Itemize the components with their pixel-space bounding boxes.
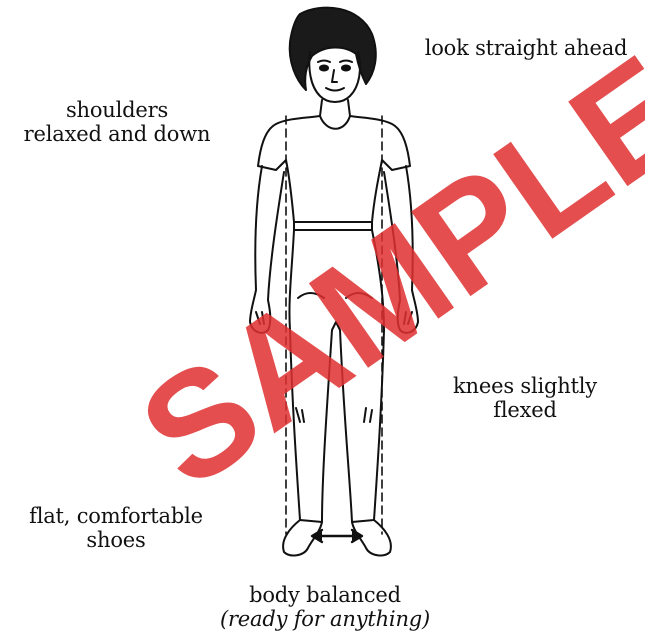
waistband — [294, 222, 372, 230]
label-knees: knees slightly flexed — [440, 374, 610, 422]
label-body-line-2: (ready for anything) — [190, 607, 460, 631]
face — [309, 52, 360, 102]
label-knees-line-1: knees slightly — [440, 374, 610, 398]
label-look-straight-ahead: look straight ahead — [410, 36, 642, 60]
label-shoulders-line-1: shoulders — [6, 98, 228, 122]
balance-arrow — [312, 530, 362, 542]
label-knees-line-2: flexed — [440, 398, 610, 422]
label-look-text: look straight ahead — [410, 36, 642, 60]
left-arm — [250, 166, 284, 333]
label-shoulders-line-2: relaxed and down — [6, 122, 228, 146]
shirt — [258, 116, 410, 222]
label-shoes-line-2: shoes — [16, 528, 216, 552]
neck — [320, 100, 322, 116]
label-shoes-line-1: flat, comfortable — [16, 504, 216, 528]
pants — [289, 230, 384, 522]
label-body-line-1: body balanced — [190, 583, 460, 607]
right-arm — [384, 166, 418, 333]
label-shoes: flat, comfortable shoes — [16, 504, 216, 552]
label-shoulders: shoulders relaxed and down — [6, 98, 228, 146]
label-body-balanced: body balanced (ready for anything) — [190, 583, 460, 631]
